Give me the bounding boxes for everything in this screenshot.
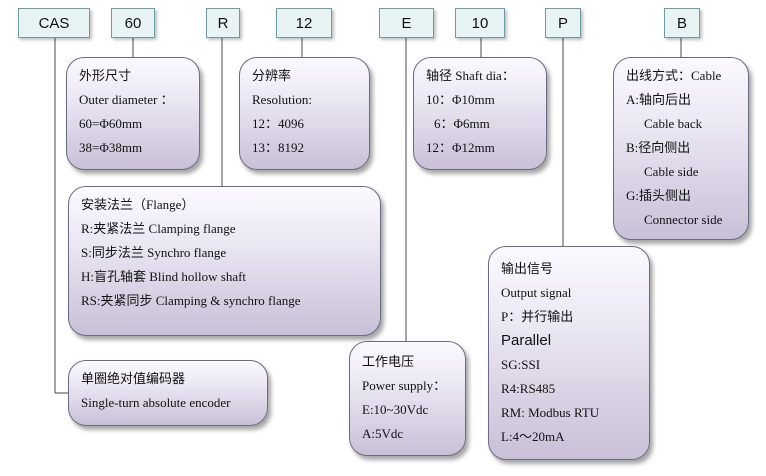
code-power: E <box>379 8 434 38</box>
shaft-dia-box: 轴径 Shaft dia： 10：Φ10mm 6：Φ6mm 12：Φ12mm <box>413 57 547 170</box>
cable-line: Cable back <box>644 116 703 131</box>
output-signal-line: RM: Modbus RTU <box>501 405 600 420</box>
encoder-type-line: 单圈绝对值编码器 <box>81 371 186 386</box>
cable-line: A:轴向后出 <box>626 92 692 107</box>
code-flange: R <box>206 8 240 38</box>
encoder-type-line: Single-turn absolute encoder <box>81 395 231 410</box>
shaft-dia-line: 10：Φ10mm <box>426 92 495 107</box>
power-supply-title: 工作电压 <box>362 354 415 369</box>
output-signal-title: 输出信号 <box>501 261 554 276</box>
outer-diameter-title: 外形尺寸 <box>79 68 132 83</box>
output-signal-line: L:4～20mA <box>501 429 565 444</box>
resolution-title: 分辨率 <box>252 68 292 83</box>
power-supply-line: Power supply： <box>362 378 447 393</box>
resolution-box: 分辨率 Resolution: 12：4096 13：8192 <box>239 57 370 170</box>
resolution-line: Resolution: <box>252 92 312 107</box>
outer-diameter-line: 38=Φ38mm <box>79 140 143 155</box>
output-signal-line: Output signal <box>501 285 572 300</box>
power-supply-line: E:10~30Vdc <box>362 402 429 417</box>
flange-line: S:同步法兰 Synchro flange <box>81 245 227 260</box>
resolution-line: 12：4096 <box>252 116 305 131</box>
shaft-dia-title: 轴径 Shaft dia： <box>426 68 515 83</box>
code-diameter: 60 <box>111 8 155 38</box>
output-signal-line: Parallel <box>501 332 552 349</box>
shaft-dia-line: 6：Φ6mm <box>434 116 490 131</box>
flange-title: 安装法兰（Flange） <box>81 197 195 212</box>
cable-line: G:插头侧出 <box>626 188 692 203</box>
outer-diameter-box: 外形尺寸 Outer diameter ： 60=Φ60mm 38=Φ38mm <box>66 57 200 170</box>
code-output: P <box>545 8 581 38</box>
encoder-type-box: 单圈绝对值编码器 Single-turn absolute encoder <box>68 360 268 426</box>
code-cas: CAS <box>18 8 90 38</box>
flange-line: RS:夹紧同步 Clamping & synchro flange <box>81 293 301 308</box>
code-resolution: 12 <box>276 8 332 38</box>
outer-diameter-line: Outer diameter ： <box>79 92 174 107</box>
cable-line: Connector side <box>644 212 723 227</box>
cable-line: B:径向侧出 <box>626 140 691 155</box>
flange-line: R:夹紧法兰 Clamping flange <box>81 221 236 236</box>
output-signal-line: SG:SSI <box>501 357 541 372</box>
power-supply-box: 工作电压 Power supply： E:10~30Vdc A:5Vdc <box>349 341 466 456</box>
output-signal-box: 输出信号 Output signal P：并行输出 Parallel SG:SS… <box>488 246 650 460</box>
shaft-dia-line: 12：Φ12mm <box>426 140 495 155</box>
flange-box: 安装法兰（Flange） R:夹紧法兰 Clamping flange S:同步… <box>68 186 381 336</box>
code-shaft: 10 <box>455 8 505 38</box>
cable-box: 出线方式：Cable A:轴向后出 Cable back B:径向侧出 Cabl… <box>613 57 749 240</box>
outer-diameter-line: 60=Φ60mm <box>79 116 143 131</box>
output-signal-line: P：并行输出 <box>501 309 574 324</box>
resolution-line: 13：8192 <box>252 140 305 155</box>
code-cable: B <box>664 8 700 38</box>
power-supply-line: A:5Vdc <box>362 426 404 441</box>
cable-title: 出线方式：Cable <box>626 68 722 83</box>
cable-line: Cable side <box>644 164 699 179</box>
output-signal-line: R4:RS485 <box>501 381 556 396</box>
flange-line: H:盲孔轴套 Blind hollow shaft <box>81 269 247 284</box>
